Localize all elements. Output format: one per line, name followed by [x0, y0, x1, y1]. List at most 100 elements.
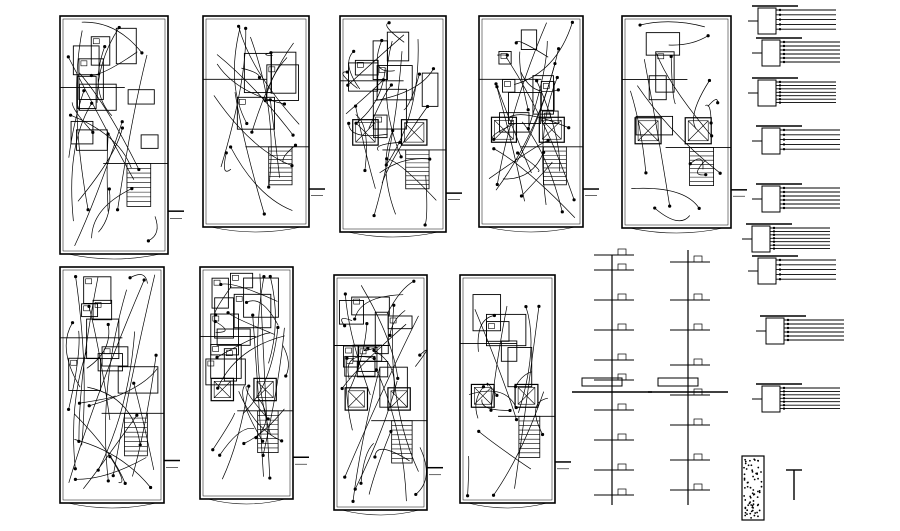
- wiring-arc: [475, 386, 484, 419]
- outlet-point: [494, 82, 498, 86]
- backfill-dot: [747, 481, 749, 484]
- backfill-dot: [749, 459, 751, 462]
- shaft-outline: [352, 119, 379, 146]
- fixture-symbol: [232, 275, 239, 281]
- outlet-point: [340, 386, 344, 391]
- outlet-point: [120, 120, 124, 124]
- wiring-arc: [488, 140, 549, 179]
- outlet-point: [280, 439, 284, 443]
- shaft-box: [634, 117, 662, 145]
- riser-diagram-1: [572, 248, 652, 505]
- outlet-point: [556, 47, 561, 51]
- outlet-point: [244, 300, 249, 305]
- floor-plan-6: [59, 266, 180, 509]
- breaker-dot: [782, 44, 786, 48]
- breaker-dot: [778, 18, 782, 21]
- stair-outline: [391, 420, 413, 464]
- shaft-box: [684, 117, 712, 145]
- wiring-arc: [345, 358, 353, 431]
- wiring-arc: [97, 331, 136, 471]
- room-outline: [645, 32, 681, 56]
- breaker-dot: [772, 226, 776, 230]
- backfill-dot: [756, 496, 759, 499]
- wiring-arc: [265, 52, 273, 56]
- backfill-dot: [750, 504, 753, 506]
- breaker-dot: [782, 400, 786, 403]
- distribution-box: [693, 255, 703, 263]
- wiring-arc: [403, 74, 420, 111]
- wiring-arc: [105, 289, 127, 481]
- earthing-detail-group: [741, 455, 802, 521]
- distribution-box: [617, 323, 627, 331]
- breaker-dot: [782, 56, 786, 60]
- backfill-dot: [757, 515, 759, 518]
- outlet-point: [250, 130, 254, 134]
- shaft-box: [387, 387, 411, 411]
- wiring-arc: [668, 35, 709, 46]
- backfill-dot: [744, 486, 746, 489]
- wiring-arc: [216, 54, 294, 136]
- outlet-point: [142, 278, 146, 282]
- stair-symbol: [518, 415, 541, 458]
- wiring-arc: [493, 148, 576, 218]
- shaft-diagonal: [637, 120, 659, 141]
- wiring-arc: [386, 39, 419, 166]
- wiring-arc: [415, 349, 427, 367]
- outlet-point: [372, 356, 376, 361]
- wiring-arc: [519, 51, 529, 110]
- wiring-arc: [374, 449, 410, 462]
- backfill-dot: [755, 472, 758, 475]
- breaker-dot: [778, 101, 782, 104]
- breaker-dot: [772, 233, 776, 237]
- panel-schedule-4: [752, 125, 840, 155]
- stair-outline: [405, 149, 430, 190]
- outlet-point: [425, 104, 430, 109]
- breaker-dot: [782, 128, 786, 132]
- outlet-point: [251, 313, 255, 317]
- room-outline: [374, 311, 389, 355]
- breaker-dot: [782, 202, 786, 206]
- wiring-arc: [74, 439, 151, 488]
- wiring-arc: [97, 46, 113, 116]
- outlet-point: [128, 276, 132, 280]
- fixture-symbol: [268, 66, 276, 73]
- wiring-arc: [220, 283, 278, 302]
- shaft-diagonal: [355, 122, 376, 143]
- outlet-point: [276, 325, 280, 330]
- fixture-symbol: [543, 83, 550, 89]
- earth-pit-outline: [741, 455, 765, 521]
- room-outline: [344, 355, 376, 377]
- outlet-point: [87, 304, 91, 308]
- stair-symbol: [268, 146, 293, 186]
- outlet-point: [284, 374, 288, 378]
- plan-inner-wall: [462, 277, 553, 501]
- balcony-curve: [67, 253, 161, 260]
- panel-schedule-1: [748, 5, 836, 35]
- backfill-dot: [752, 493, 755, 496]
- wiring-arc: [65, 322, 81, 388]
- fixture-symbol: [345, 347, 352, 354]
- fixture-symbol: [85, 278, 92, 285]
- wiring-arc: [251, 42, 294, 133]
- plan-outer-wall: [202, 15, 310, 228]
- outlet-point: [211, 448, 215, 452]
- wiring-arc: [73, 413, 126, 484]
- wiring-arc: [74, 121, 123, 247]
- outlet-point: [644, 171, 648, 175]
- outlet-point: [213, 319, 217, 324]
- plan-inner-wall: [624, 18, 729, 226]
- breaker-dot: [782, 390, 786, 393]
- distribution-box: [617, 463, 627, 471]
- wiring-arc: [86, 324, 110, 369]
- wiring-arc: [389, 310, 406, 336]
- outlet-point: [706, 34, 710, 38]
- wiring-arc: [355, 106, 376, 189]
- outlet-point: [391, 129, 395, 133]
- room-outline: [351, 296, 390, 316]
- outlet-point: [263, 99, 267, 103]
- shaft-diagonal: [347, 390, 365, 408]
- meter-box: [581, 377, 623, 387]
- outlet-point: [132, 381, 136, 385]
- outlet-point: [417, 72, 422, 76]
